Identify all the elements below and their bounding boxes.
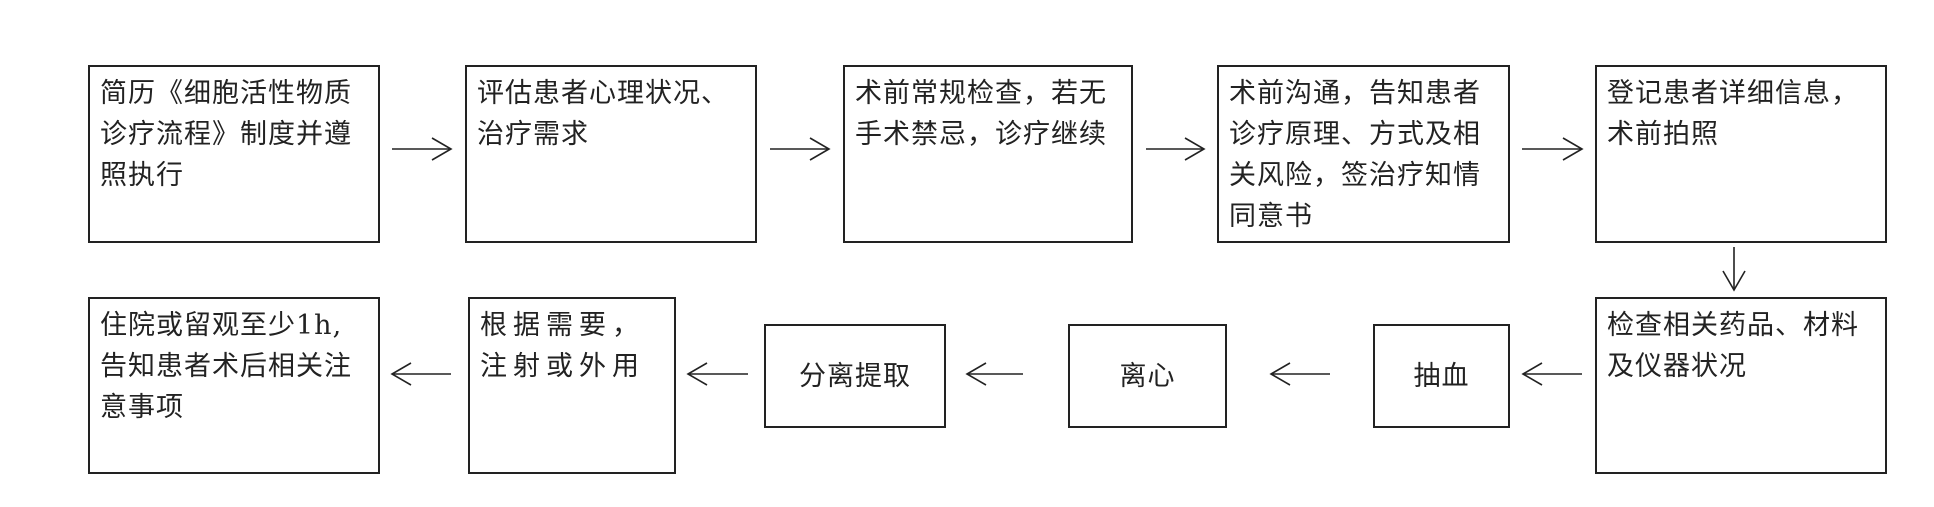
step-7-box: 抽血 bbox=[1373, 324, 1510, 428]
step-5-box: 登记患者详细信息，术前拍照 bbox=[1595, 65, 1887, 243]
arrow-down-5-6 bbox=[1722, 247, 1746, 292]
step-4-box: 术前沟通，告知患者诊疗原理、方式及相关风险，签治疗知情同意书 bbox=[1217, 65, 1510, 243]
step-10-text: 根据需要，注射或外用 bbox=[480, 310, 645, 382]
step-4-text: 术前沟通，告知患者诊疗原理、方式及相关风险，签治疗知情同意书 bbox=[1229, 78, 1481, 232]
arrow-left-6-7 bbox=[1521, 362, 1582, 386]
arrow-right-2-3 bbox=[770, 137, 831, 161]
step-10-box: 根据需要，注射或外用 bbox=[468, 297, 676, 474]
step-5-text: 登记患者详细信息，术前拍照 bbox=[1607, 78, 1859, 150]
step-6-text: 检查相关药品、材料及仪器状况 bbox=[1607, 310, 1859, 382]
arrow-right-3-4 bbox=[1146, 137, 1206, 161]
step-7-text: 抽血 bbox=[1413, 360, 1470, 392]
arrow-right-1-2 bbox=[392, 137, 453, 161]
arrow-right-4-5 bbox=[1522, 137, 1584, 161]
step-2-box: 评估患者心理状况、治疗需求 bbox=[465, 65, 757, 243]
step-9-box: 分离提取 bbox=[764, 324, 946, 428]
arrow-left-7-8 bbox=[1269, 362, 1330, 386]
step-3-box: 术前常规检查，若无手术禁忌，诊疗继续 bbox=[843, 65, 1133, 243]
arrow-left-9-10 bbox=[686, 362, 748, 386]
step-3-text: 术前常规检查，若无手术禁忌，诊疗继续 bbox=[855, 78, 1107, 150]
step-9-text: 分离提取 bbox=[799, 360, 911, 392]
arrow-left-10-11 bbox=[390, 362, 451, 386]
arrow-left-8-9 bbox=[965, 362, 1023, 386]
step-1-text: 简历《细胞活性物质诊疗流程》制度并遵照执行 bbox=[100, 78, 352, 191]
step-6-box: 检查相关药品、材料及仪器状况 bbox=[1595, 297, 1887, 474]
step-11-text: 住院或留观至少1h, 告知患者术后相关注意事项 bbox=[100, 310, 352, 423]
step-1-box: 简历《细胞活性物质诊疗流程》制度并遵照执行 bbox=[88, 65, 380, 243]
step-8-box: 离心 bbox=[1068, 324, 1227, 428]
step-11-box: 住院或留观至少1h, 告知患者术后相关注意事项 bbox=[88, 297, 380, 474]
step-8-text: 离心 bbox=[1119, 360, 1176, 392]
step-2-text: 评估患者心理状况、治疗需求 bbox=[477, 78, 729, 150]
